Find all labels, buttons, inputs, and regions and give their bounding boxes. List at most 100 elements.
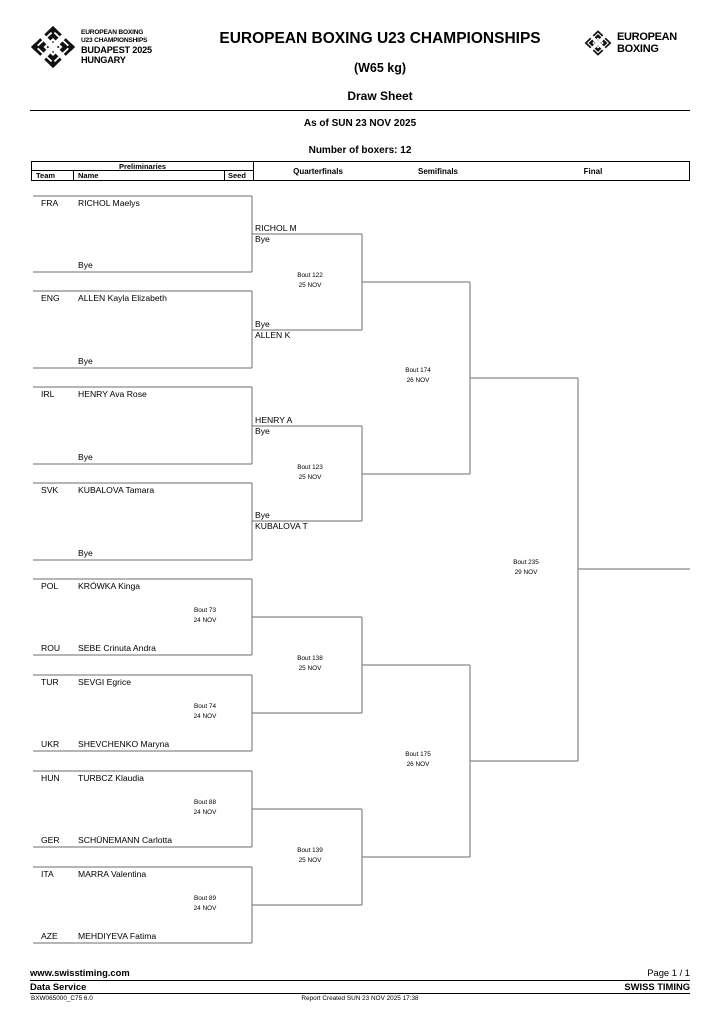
final-bout-label: Bout 235 29 NOV xyxy=(478,558,574,578)
prelim-bout-label: Bout 74 24 NOV xyxy=(160,702,250,722)
bout-number: Bout 235 xyxy=(513,559,539,566)
footer-data-service: Data Service xyxy=(30,981,87,992)
bout-number: Bout 139 xyxy=(297,847,323,854)
prelim-name: KRÓWKA Kinga xyxy=(78,581,141,591)
qf-entrant-top: Bye xyxy=(255,510,270,520)
prelim-team: SVK xyxy=(41,485,59,495)
prelim-name: SEVGI Egrice xyxy=(78,677,132,687)
qf-entrant-bottom: Bye xyxy=(255,234,270,244)
col-team: Team xyxy=(32,171,74,180)
prelim-name: ALLEN Kayla Elizabeth xyxy=(78,293,167,303)
prelim-bout-label: Bout 73 24 NOV xyxy=(160,606,250,626)
prelim-name: SHEVCHENKO Maryna xyxy=(78,739,170,749)
prelim-name: TURBCZ Klaudia xyxy=(78,773,144,783)
col-final: Final xyxy=(583,167,603,176)
footer-page-number: Page 1 / 1 xyxy=(647,967,690,978)
bout-date: 25 NOV xyxy=(298,473,322,481)
col-seed: Seed xyxy=(225,171,254,180)
qf-entrant-bottom: KUBALOVA T xyxy=(255,521,308,531)
event-logo-line-3: BUDAPEST 2025 xyxy=(81,44,152,55)
sf-bout-label: Bout 174 26 NOV xyxy=(370,366,466,386)
qf-bout-label: Bout 138 25 NOV xyxy=(262,654,358,674)
bout-date: 24 NOV xyxy=(193,712,217,720)
event-logo: EUROPEAN BOXING U23 CHAMPIONSHIPS BUDAPE… xyxy=(30,24,180,70)
bout-date: 26 NOV xyxy=(406,376,430,384)
qf-bout-label: Bout 139 25 NOV xyxy=(262,846,358,866)
bout-date: 25 NOV xyxy=(298,664,322,672)
prelim-name: SEBE Crinuta Andra xyxy=(78,643,156,653)
footer-divider-top xyxy=(30,980,690,982)
bout-number: Bout 138 xyxy=(297,655,323,662)
prelim-team: HUN xyxy=(41,773,60,783)
prelim-team: AZE xyxy=(41,931,58,941)
weight-category: (W65 kg) xyxy=(353,61,407,75)
prelim-name: MEHDIYEVA Fatima xyxy=(78,931,157,941)
footer-divider-bottom xyxy=(30,993,690,995)
prelim-team: UKR xyxy=(41,739,60,749)
col-name: Name xyxy=(74,171,225,180)
bout-number: Bout 175 xyxy=(405,751,431,758)
prelim-team: GER xyxy=(41,835,60,845)
bout-number: Bout 88 xyxy=(193,799,217,806)
event-logo-line-1: EUROPEAN BOXING xyxy=(81,28,144,36)
prelim-name: MARRA Valentina xyxy=(78,869,147,879)
bout-number: Bout 74 xyxy=(193,703,217,710)
col-preliminaries: Preliminaries xyxy=(32,162,254,171)
as-of-date: As of SUN 23 NOV 2025 xyxy=(303,118,417,129)
qf-entrant-bottom: ALLEN K xyxy=(255,330,291,340)
prelim-name: RICHOL Maelys xyxy=(78,198,140,208)
prelim-opponent: Bye xyxy=(78,452,93,462)
prelim-bout-label: Bout 89 24 NOV xyxy=(160,894,250,914)
qf-entrant-bottom: Bye xyxy=(255,426,270,436)
qf-entrant-top: HENRY A xyxy=(255,415,293,425)
prelim-name: HENRY Ava Rose xyxy=(78,389,147,399)
bout-number: Bout 73 xyxy=(193,607,217,614)
qf-entrant-top: Bye xyxy=(255,319,270,329)
event-logo-diamond-icon xyxy=(31,26,75,68)
prelim-opponent: Bye xyxy=(78,356,93,366)
federation-logo-text: EUROPEAN BOXING xyxy=(617,31,677,56)
federation-logo: EUROPEAN BOXING xyxy=(584,28,696,58)
prelim-name: SCHÜNEMANN Carlotta xyxy=(78,835,173,845)
bout-date: 25 NOV xyxy=(298,281,322,289)
prelim-team: ROU xyxy=(41,643,61,653)
qf-bout-label: Bout 122 25 NOV xyxy=(262,271,358,291)
qf-entrant-top: RICHOL M xyxy=(255,223,297,233)
document-type: Draw Sheet xyxy=(347,89,413,103)
event-logo-text: EUROPEAN BOXING U23 CHAMPIONSHIPS BUDAPE… xyxy=(81,29,152,66)
bout-number: Bout 123 xyxy=(297,464,323,471)
prelim-name: KUBALOVA Tamara xyxy=(78,485,155,495)
bout-date: 29 NOV xyxy=(514,568,538,576)
col-semifinals: Semifinals xyxy=(417,167,458,176)
federation-logo-line-1: EUROPEAN xyxy=(617,30,677,43)
prelim-team: TUR xyxy=(41,677,59,687)
federation-logo-line-2: BOXING xyxy=(617,43,659,55)
prelim-opponent: Bye xyxy=(78,548,93,558)
bout-number: Bout 174 xyxy=(405,367,431,374)
federation-logo-diamond-icon xyxy=(584,30,612,56)
footer-website[interactable]: www.swisstiming.com xyxy=(30,967,130,978)
bout-date: 24 NOV xyxy=(193,808,217,816)
bout-date: 25 NOV xyxy=(298,856,322,864)
column-header-table: Preliminaries Team Name Seed Quarterfina… xyxy=(31,161,690,181)
prelim-team: FRA xyxy=(41,198,59,208)
bout-number: Bout 122 xyxy=(297,272,323,279)
footer-report-created: Report Created SUN 23 NOV 2025 17:38 xyxy=(301,995,419,1002)
col-quarterfinals: Quarterfinals xyxy=(293,167,343,176)
sf-bout-label: Bout 175 26 NOV xyxy=(370,750,466,770)
bout-date: 24 NOV xyxy=(193,616,217,624)
prelim-team: POL xyxy=(41,581,59,591)
bout-date: 26 NOV xyxy=(406,760,430,768)
qf-bout-label: Bout 123 25 NOV xyxy=(262,463,358,483)
event-logo-line-2: U23 CHAMPIONSHIPS xyxy=(81,36,148,44)
bout-number: Bout 89 xyxy=(193,895,217,902)
event-logo-line-4: HUNGARY xyxy=(81,55,126,66)
header-divider xyxy=(30,110,690,111)
footer-report-code: BXW065000_C75 6.0 xyxy=(31,995,93,1002)
prelim-team: ITA xyxy=(41,869,54,879)
prelim-opponent: Bye xyxy=(78,260,93,270)
prelim-bout-label: Bout 88 24 NOV xyxy=(160,798,250,818)
prelim-team: IRL xyxy=(41,389,55,399)
